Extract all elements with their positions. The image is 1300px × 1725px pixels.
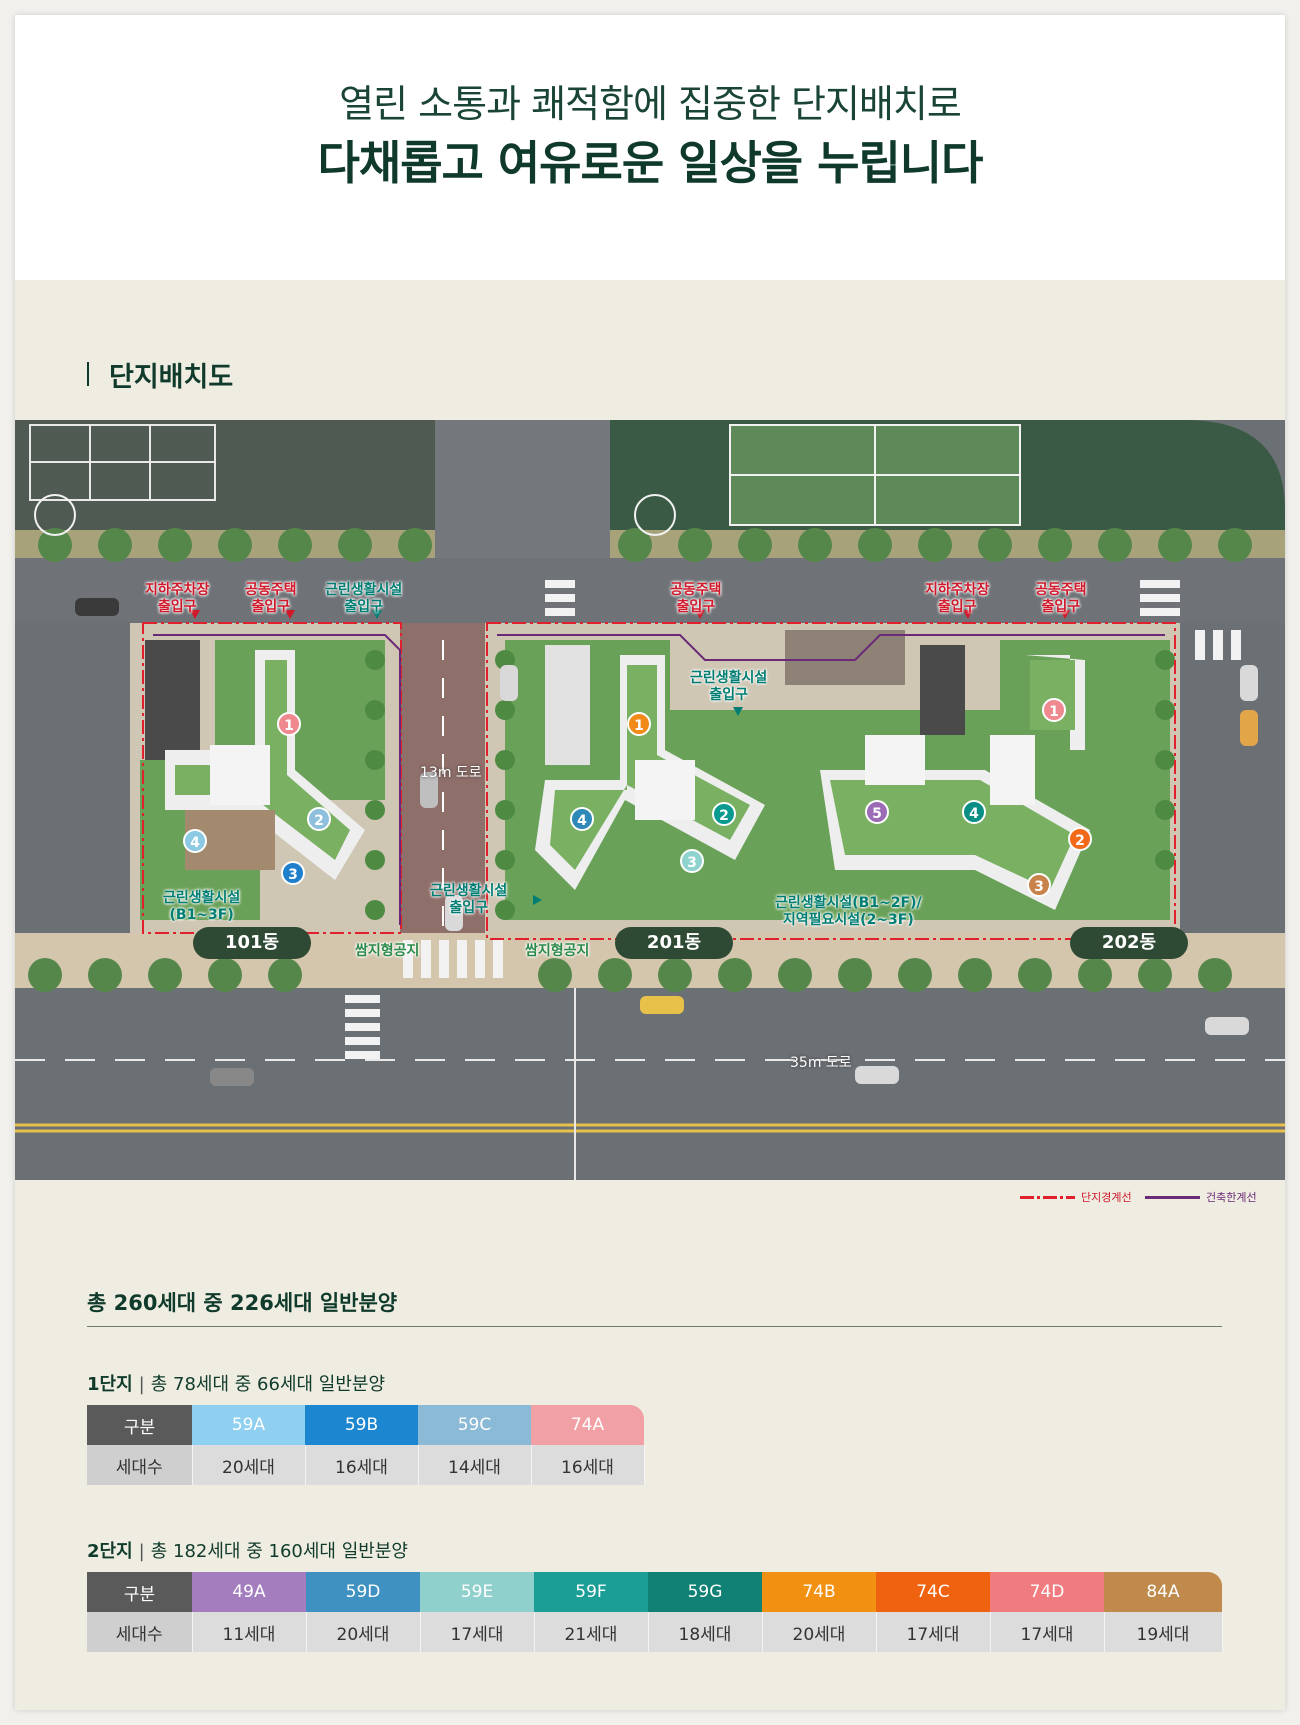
unit-type-cell: 74D [990, 1572, 1104, 1612]
dong-101-badge: 101동 [193, 927, 311, 959]
unit-marker: 5 [865, 800, 889, 824]
unit-marker: 2 [712, 802, 736, 826]
pocket-park-label-1: 쌈지형공지 [355, 943, 420, 959]
table-row: 세대수 11세대 20세대 17세대 21세대 18세대 20세대 17세대 1… [87, 1612, 1223, 1652]
unit-count-cell: 20세대 [192, 1445, 306, 1485]
unit-type-cell: 59G [648, 1572, 762, 1612]
unit-marker: 2 [1068, 827, 1092, 851]
section-title: 단지배치도 [109, 362, 234, 393]
dong-202-badge: 202동 [1070, 927, 1188, 959]
unit-type-cell: 74C [876, 1572, 990, 1612]
row-label-cell: 세대수 [87, 1612, 193, 1652]
complex-1-desc: 총 78세대 중 66세대 일반분양 [150, 1374, 386, 1395]
unit-type-cell: 84A [1104, 1572, 1222, 1612]
complex-2-unit-table: 구분 49A 59D 59E 59F 59G 74B 74C 74D 84A 세… [87, 1572, 1223, 1652]
unit-count-cell: 14세대 [418, 1445, 532, 1485]
road-13m-label: 13m 도로 [420, 765, 482, 781]
unit-type-cell: 59E [420, 1572, 534, 1612]
road-35m-label: 35m 도로 [790, 1055, 852, 1071]
total-units-summary: 총 260세대 중 226세대 일반분양 [87, 1291, 398, 1315]
commercial-facility-201-label: 근린생활시설(B1~2F)/ 지역필요시설(2~3F) [775, 895, 922, 928]
boundary-legend-line [1020, 1196, 1075, 1199]
unit-type-cell: 59B [305, 1405, 418, 1445]
hero-line-1: 열린 소통과 쾌적함에 집중한 단지배치로 [339, 82, 962, 126]
unit-count-cell: 18세대 [648, 1612, 763, 1652]
unit-type-cell: 59A [192, 1405, 305, 1445]
commercial-entry-label-3: 근린생활시설 출입구 [430, 883, 508, 916]
unit-marker: 4 [962, 800, 986, 824]
unit-marker: 1 [1042, 698, 1066, 722]
unit-type-cell: 74A [531, 1405, 644, 1445]
parking-entry-label-2: 지하주차장 출입구 [925, 582, 990, 615]
unit-count-cell: 16세대 [305, 1445, 419, 1485]
heading-separator: | [138, 1541, 145, 1562]
unit-type-cell: 49A [192, 1572, 306, 1612]
hero-line-2: 다채롭고 여유로운 일상을 누립니다 [317, 136, 984, 190]
complex-2-desc: 총 182세대 중 160세대 일반분양 [150, 1541, 408, 1562]
boundary-legend-label: 단지경계선 [1081, 1191, 1132, 1204]
section-title-bar [87, 362, 89, 386]
hero-banner: 열린 소통과 쾌적함에 집중한 단지배치로 다채롭고 여유로운 일상을 누립니다 [15, 15, 1285, 280]
unit-marker: 3 [680, 849, 704, 873]
unit-marker: 1 [277, 712, 301, 736]
complex-2-name: 2단지 [87, 1541, 133, 1562]
table-header-row: 구분 49A 59D 59E 59F 59G 74B 74C 74D 84A [87, 1572, 1222, 1612]
page-frame: 열린 소통과 쾌적함에 집중한 단지배치로 다채롭고 여유로운 일상을 누립니다… [15, 15, 1285, 1710]
row-label-cell: 세대수 [87, 1445, 193, 1485]
unit-marker: 4 [183, 829, 207, 853]
unit-type-cell: 59F [534, 1572, 648, 1612]
unit-count-cell: 19세대 [1104, 1612, 1223, 1652]
commercial-entry-label-2: 근린생활시설 출입구 [690, 670, 768, 703]
table-row: 세대수 20세대 16세대 14세대 16세대 [87, 1445, 645, 1485]
unit-marker: 2 [307, 807, 331, 831]
unit-marker: 4 [570, 807, 594, 831]
complex-2-heading: 2단지|총 182세대 중 160세대 일반분양 [87, 1537, 408, 1563]
dong-201-badge: 201동 [615, 927, 733, 959]
unit-marker: 3 [1027, 873, 1051, 897]
unit-type-cell: 74B [762, 1572, 876, 1612]
unit-count-cell: 16세대 [531, 1445, 645, 1485]
table-header-row: 구분 59A 59B 59C 74A [87, 1405, 644, 1445]
commercial-facility-101-label: 근린생활시설 (B1~3F) [163, 890, 241, 923]
parking-entry-label-1: 지하주차장 출입구 [145, 582, 210, 615]
summary-divider [87, 1326, 1222, 1327]
apt-entry-label-1: 공동주택 출입구 [245, 582, 297, 615]
pocket-park-label-2: 쌈지형공지 [525, 943, 590, 959]
unit-marker: 3 [281, 861, 305, 885]
heading-separator: | [138, 1374, 145, 1395]
building-limit-legend-line [1145, 1196, 1200, 1199]
unit-count-cell: 17세대 [420, 1612, 535, 1652]
complex-1-name: 1단지 [87, 1374, 133, 1395]
unit-count-cell: 20세대 [306, 1612, 421, 1652]
site-plan-drawing [15, 420, 1285, 1180]
unit-type-cell: 59D [306, 1572, 420, 1612]
header-label-cell: 구분 [87, 1572, 192, 1612]
unit-count-cell: 17세대 [990, 1612, 1105, 1652]
unit-marker: 1 [627, 712, 651, 736]
commercial-entry-label-1: 근린생활시설 출입구 [325, 582, 403, 615]
unit-type-cell: 59C [418, 1405, 531, 1445]
unit-count-cell: 20세대 [762, 1612, 877, 1652]
unit-count-cell: 17세대 [876, 1612, 991, 1652]
complex-1-heading: 1단지|총 78세대 중 66세대 일반분양 [87, 1370, 385, 1396]
unit-count-cell: 11세대 [192, 1612, 307, 1652]
site-plan-map: 지하주차장 출입구 공동주택 출입구 근린생활시설 출입구 공동주택 출입구 근… [15, 420, 1285, 1180]
apt-entry-label-2: 공동주택 출입구 [670, 582, 722, 615]
apt-entry-label-3: 공동주택 출입구 [1035, 582, 1087, 615]
complex-1-unit-table: 구분 59A 59B 59C 74A 세대수 20세대 16세대 14세대 16… [87, 1405, 645, 1485]
header-label-cell: 구분 [87, 1405, 192, 1445]
building-limit-legend-label: 건축한계선 [1206, 1191, 1257, 1204]
unit-count-cell: 21세대 [534, 1612, 649, 1652]
